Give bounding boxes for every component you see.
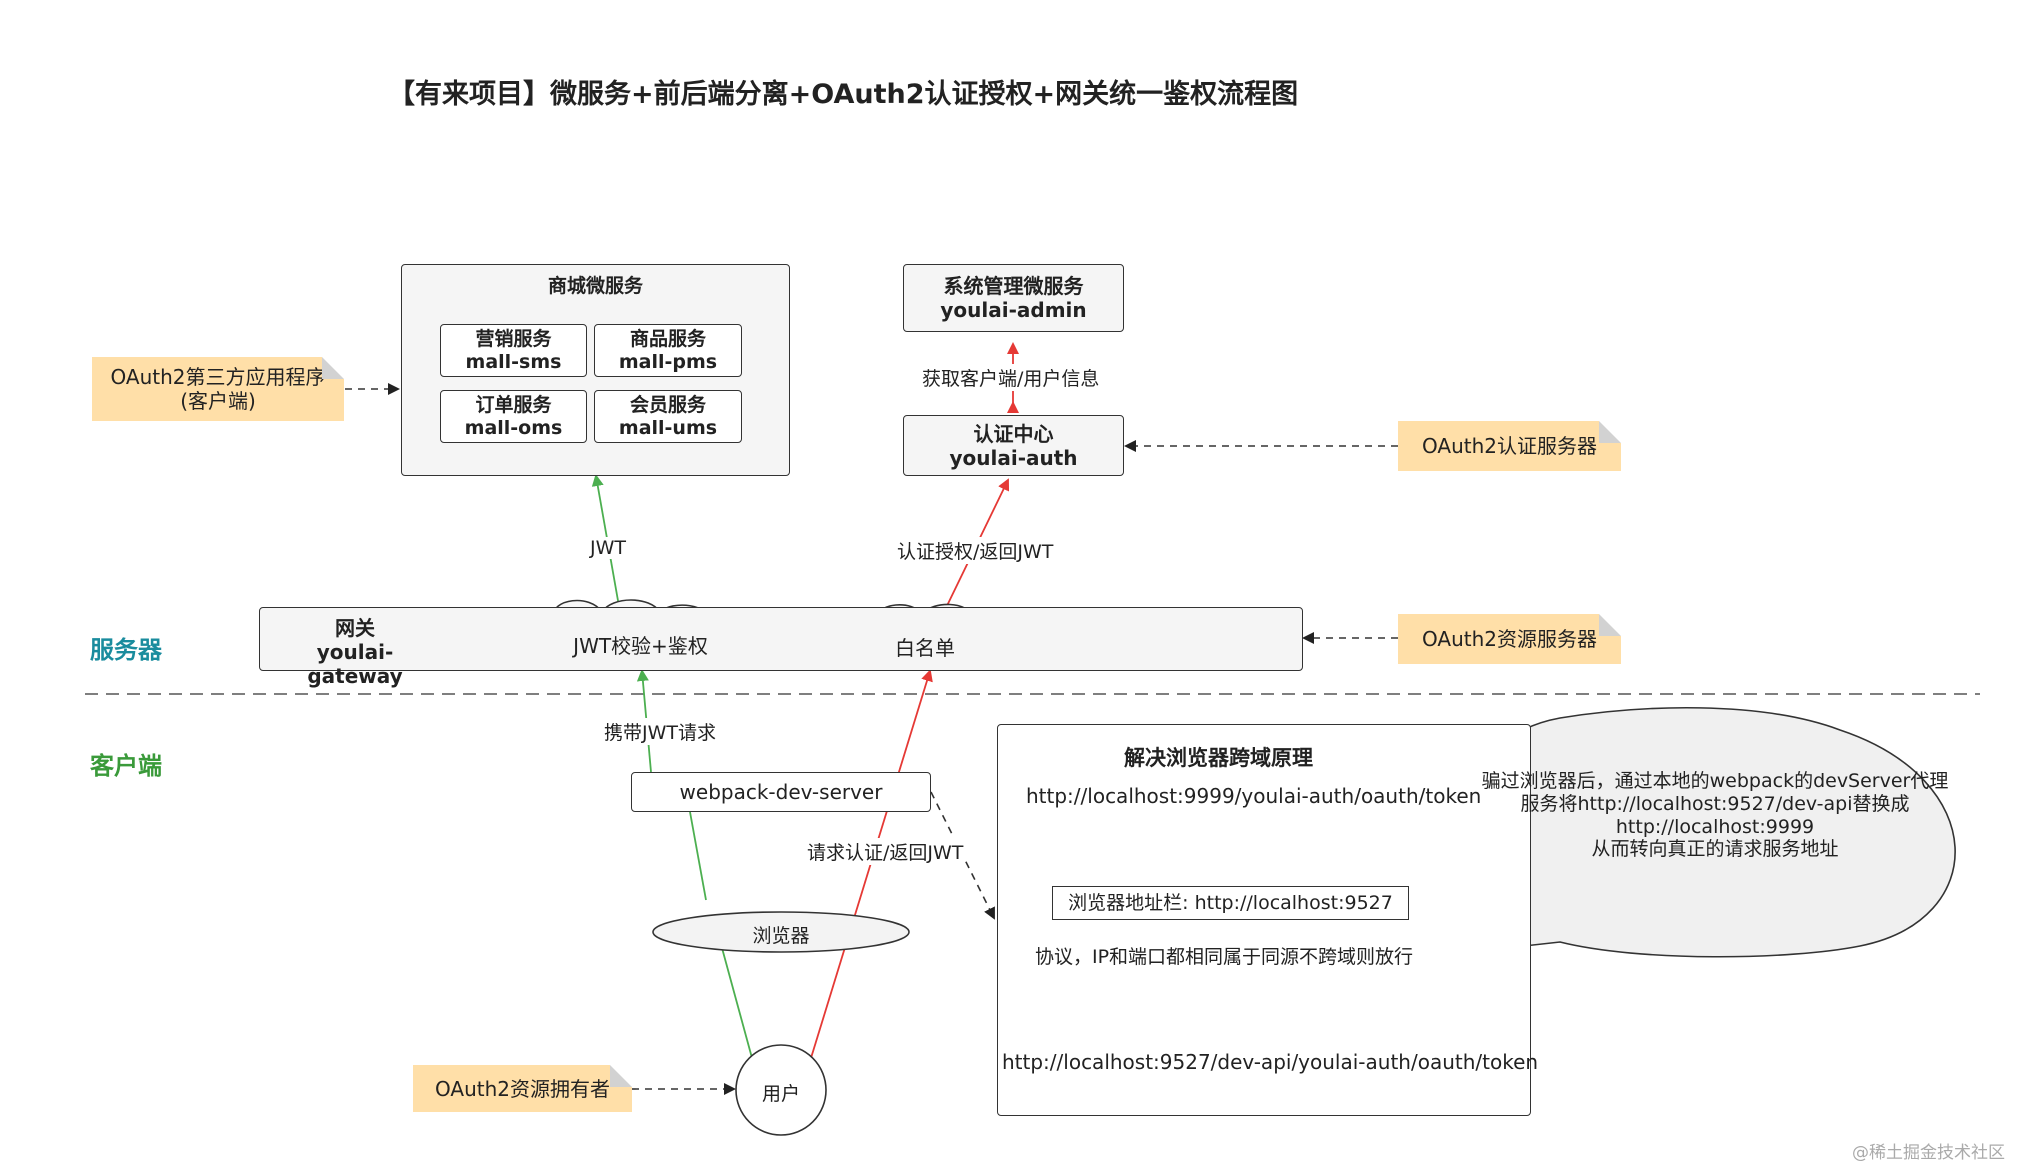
mall-group-title: 商城微服务	[547, 275, 643, 297]
service-code: mall-ums	[618, 416, 718, 439]
jwt-check-label: JWT校验+鉴权	[573, 634, 708, 658]
server-zone-label: 服务器	[90, 636, 162, 664]
service-mall-pms: 商品服务 mall-pms	[594, 324, 742, 377]
admin-name: 系统管理微服务	[943, 274, 1084, 298]
browser-ellipse	[652, 911, 910, 953]
service-mall-oms: 订单服务 mall-oms	[440, 390, 587, 443]
auth-return-label: 认证授权/返回JWT	[895, 537, 1056, 564]
gateway-box	[259, 607, 1303, 671]
auth-code: youlai-auth	[949, 445, 1078, 470]
user-circle	[735, 1044, 827, 1136]
gateway-code: youlai-gateway	[307, 640, 403, 688]
service-name: 订单服务	[475, 393, 552, 416]
auth-name: 认证中心	[973, 421, 1054, 446]
admin-service-box: 系统管理微服务 youlai-admin	[903, 264, 1124, 332]
watermark: @稀土掘金技术社区	[1852, 1143, 2005, 1163]
service-name: 营销服务	[475, 327, 552, 350]
gateway-label: 网关 youlai-gateway	[270, 616, 440, 688]
cors-title: 解决浏览器跨域原理	[1124, 746, 1313, 770]
auth-center-box: 认证中心 youlai-auth	[903, 415, 1124, 476]
third-party-note-line2: (客户端)	[180, 389, 256, 413]
page-title: 【有来项目】微服务+前后端分离+OAuth2认证授权+网关统一鉴权流程图	[388, 79, 1299, 110]
third-party-note: OAuth2第三方应用程序 (客户端)	[92, 357, 344, 421]
jwt-flow-browser-devserver	[689, 811, 707, 901]
get-info-label: 获取客户端/用户信息	[920, 364, 1102, 391]
speech-bubble-text: 骗过浏览器后，通过本地的webpack的devServer代理 服务将http:…	[1470, 770, 1960, 861]
cors-source-url: http://localhost:9527/dev-api/youlai-aut…	[1002, 1050, 1539, 1074]
resource-server-note: OAuth2资源服务器	[1398, 614, 1621, 664]
bubble-line3: http://localhost:9999	[1615, 815, 1815, 838]
third-party-note-line1: OAuth2第三方应用程序	[110, 365, 326, 389]
service-code: mall-sms	[465, 350, 562, 373]
jwt-flow-user-browser	[721, 947, 753, 1059]
admin-code: youlai-admin	[940, 298, 1087, 322]
client-zone-label: 客户端	[90, 752, 162, 780]
request-auth-label: 请求认证/返回JWT	[805, 838, 966, 865]
resource-owner-note: OAuth2资源拥有者	[413, 1065, 632, 1112]
jwt-label: JWT	[588, 537, 628, 559]
carry-jwt-label: 携带JWT请求	[602, 718, 718, 745]
bubble-line1: 骗过浏览器后，通过本地的webpack的devServer代理	[1481, 770, 1949, 792]
service-name: 商品服务	[629, 327, 706, 350]
bubble-line4: 从而转向真正的请求服务地址	[1591, 838, 1839, 861]
cors-rule: 协议，IP和端口都相同属于同源不跨域则放行	[1033, 942, 1416, 969]
service-name: 会员服务	[629, 393, 706, 416]
cors-target-url: http://localhost:9999/youlai-auth/oauth/…	[1024, 784, 1484, 808]
service-mall-sms: 营销服务 mall-sms	[440, 324, 587, 377]
user-label: 用户	[761, 1083, 800, 1105]
webpack-dev-server-box: webpack-dev-server	[631, 772, 931, 812]
whitelist-label: 白名单	[895, 636, 955, 660]
gateway-name: 网关	[335, 616, 375, 640]
cors-address-bar: 浏览器地址栏: http://localhost:9527	[1052, 886, 1409, 920]
service-code: mall-pms	[618, 350, 718, 373]
service-mall-ums: 会员服务 mall-ums	[594, 390, 742, 443]
bubble-line2: 服务将http://localhost:9527/dev-api替换成	[1520, 792, 1910, 815]
auth-server-note: OAuth2认证服务器	[1398, 421, 1621, 471]
browser-label: 浏览器	[752, 925, 810, 947]
service-code: mall-oms	[464, 416, 563, 439]
